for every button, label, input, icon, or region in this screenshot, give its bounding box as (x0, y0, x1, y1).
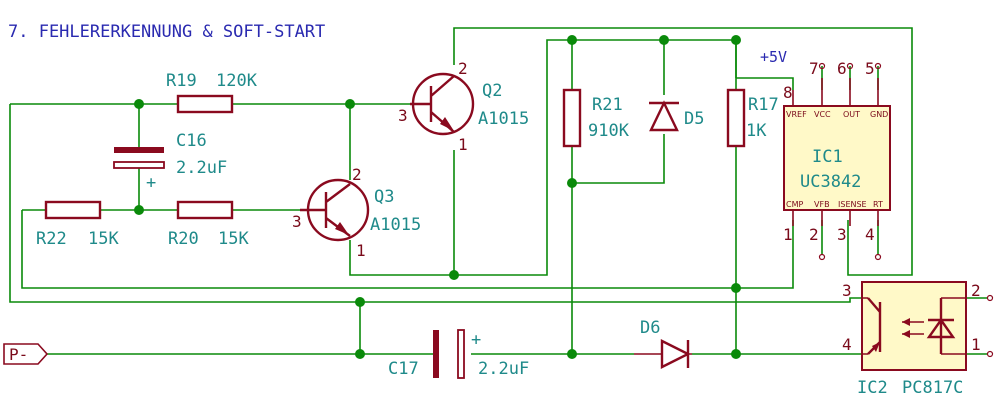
c17-ref: C17 (388, 359, 419, 379)
r19-ref: R19 (166, 71, 197, 91)
c17-polarity: + (471, 330, 481, 350)
c16-ref: C16 (176, 131, 207, 151)
ic1-pin6: 6 (837, 59, 847, 78)
transistor-q2[interactable]: 3 2 1 Q2 A1015 (398, 59, 529, 154)
d5-ref: D5 (684, 109, 704, 129)
r20-value: 15K (218, 229, 249, 249)
resistor-r21[interactable]: R21 910K (562, 88, 630, 148)
ic1-pin-rt: RT (873, 200, 883, 209)
ic2-pin3: 3 (842, 281, 852, 300)
q2-ref: Q2 (482, 81, 502, 101)
ic2-pc817c[interactable]: 3 4 2 1 IC2 PC817C (842, 281, 994, 398)
diode-d5[interactable]: D5 (649, 100, 704, 132)
ic1-pin-cmp: CMP (786, 200, 803, 209)
wires (9, 27, 988, 355)
r19-value: 120K (216, 71, 258, 91)
ic1-pin-gnd: GND (870, 110, 888, 119)
junctions (134, 35, 741, 359)
resistor-r17[interactable]: R17 1K (726, 88, 779, 148)
ic1-pin-vfb: VFB (814, 200, 830, 209)
q3-pin2: 2 (352, 165, 362, 184)
c16-value: 2.2uF (176, 158, 227, 178)
resistor-r20[interactable]: R20 15K (168, 200, 249, 249)
r17-value: 1K (746, 121, 767, 141)
r20-ref: R20 (168, 229, 199, 249)
ic1-pin-vref: VREF (786, 110, 807, 119)
diode-d6[interactable]: D6 (634, 318, 692, 369)
ic2-pin4: 4 (842, 335, 852, 354)
capacitor-c17[interactable]: + C17 2.2uF (388, 329, 529, 379)
d6-ref: D6 (640, 318, 660, 338)
ic2-value: PC817C (902, 378, 963, 398)
q2-pin1: 1 (458, 135, 468, 154)
ic1-pin-vcc: VCC (814, 110, 831, 119)
c17-value: 2.2uF (478, 359, 529, 379)
r17-ref: R17 (748, 95, 779, 115)
ic1-pin-isense: ISENSE (838, 200, 867, 209)
q3-pin1: 1 (356, 241, 366, 260)
capacitor-c16[interactable]: + C16 2.2uF (113, 131, 227, 193)
ic2-pin1: 1 (971, 335, 981, 354)
ic1-pin7: 7 (809, 59, 819, 78)
ic1-pin-out: OUT (843, 110, 860, 119)
ic1-value: UC3842 (800, 172, 861, 192)
section-title: 7. FEHLERERKENNUNG & SOFT-START (8, 22, 325, 42)
ic1-pin3: 3 (837, 225, 847, 244)
ic1-pin8: 8 (783, 83, 793, 102)
ic1-pin2: 2 (809, 225, 819, 244)
resistor-r22[interactable]: R22 15K (36, 200, 119, 249)
q2-pin2: 2 (458, 59, 468, 78)
transistor-q3[interactable]: 3 2 1 Q3 A1015 (292, 165, 421, 260)
r21-value: 910K (588, 121, 630, 141)
ic1-supply-label: +5V (760, 48, 787, 66)
ic1-pin5: 5 (865, 59, 875, 78)
q3-pin3: 3 (292, 212, 302, 231)
ic1-ref: IC1 (812, 147, 843, 167)
r22-value: 15K (88, 229, 119, 249)
ic1-pin1: 1 (783, 225, 793, 244)
port-p-minus[interactable]: P- (3, 343, 49, 365)
ic2-ref: IC2 (857, 378, 888, 398)
ic1-pin4: 4 (865, 225, 875, 244)
ic1-uc3842[interactable]: +5V 8 7 6 5 VREF VCC OUT GND IC1 UC3842 … (760, 48, 891, 261)
q2-value: A1015 (478, 109, 529, 129)
q3-ref: Q3 (374, 187, 394, 207)
port-label: P- (9, 345, 28, 364)
q3-value: A1015 (370, 215, 421, 235)
c16-polarity: + (146, 173, 156, 193)
r22-ref: R22 (36, 229, 67, 249)
r21-ref: R21 (592, 95, 623, 115)
q2-pin3: 3 (398, 106, 408, 125)
ic2-pin2: 2 (971, 281, 981, 300)
resistor-r19[interactable]: R19 120K (166, 71, 258, 114)
